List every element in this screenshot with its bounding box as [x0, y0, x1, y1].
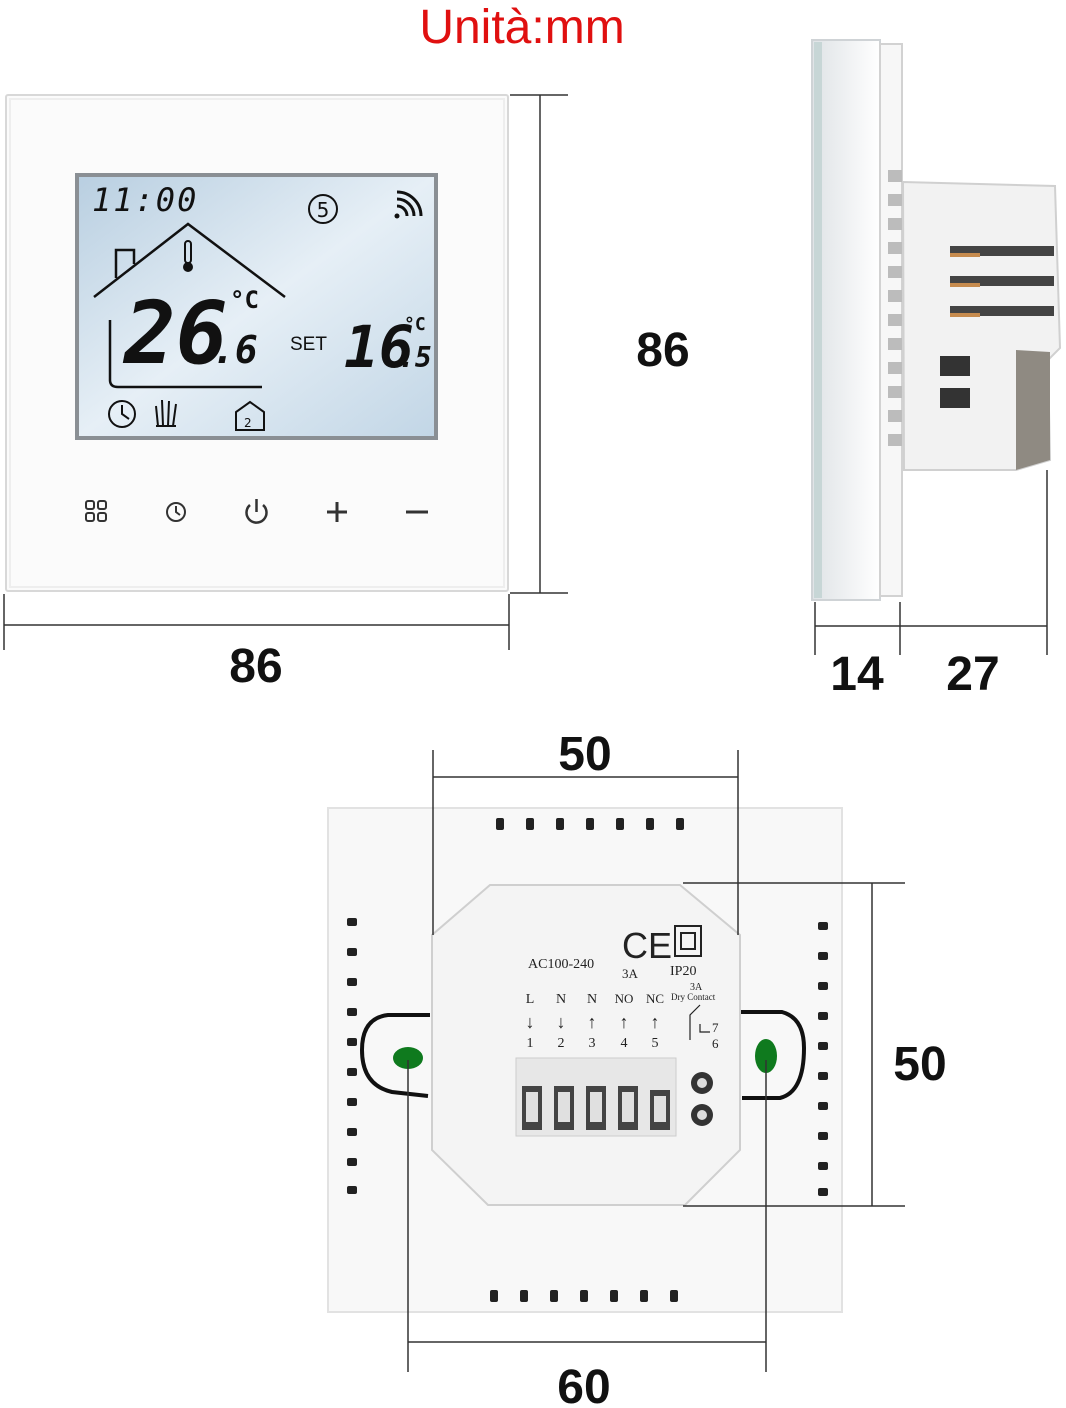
back-bottom-width-label: 60 [557, 1361, 610, 1408]
right-mounting-slot [740, 1010, 807, 1100]
current-temperature-decimal: .6 [212, 328, 258, 372]
svg-text:4: 4 [621, 1036, 628, 1051]
svg-text:N: N [587, 992, 597, 1007]
svg-text:↓: ↓ [557, 1012, 566, 1032]
ip-rating: IP20 [670, 964, 696, 979]
double-insulation-icon [674, 925, 702, 957]
svg-text:7: 7 [712, 1020, 719, 1035]
set-label: SET [290, 334, 327, 355]
svg-text:↑: ↑ [588, 1012, 597, 1032]
side-view: 14 27 [811, 39, 1062, 701]
power-button[interactable] [245, 499, 268, 524]
power-icon [245, 499, 268, 524]
lcd-time: 11:00 [92, 181, 198, 219]
four-squares-icon [85, 500, 107, 522]
schedule-clock-icon [108, 400, 136, 428]
program-number: 5 [317, 198, 330, 222]
svg-text:N: N [556, 992, 566, 1007]
set-temperature: 16 [344, 313, 414, 381]
program-number-icon: 5 [308, 194, 338, 224]
lcd-display: 11:00 5 26 .6 [75, 173, 438, 440]
thermometer-icon [183, 240, 193, 272]
unit-label: Unità:mm [419, 1, 624, 54]
away-mode-label: 2 [244, 416, 252, 430]
dry-contact-rating: 3A [690, 982, 703, 993]
left-screw [393, 1047, 423, 1069]
terminal-5: NC ↑ 5 [646, 991, 664, 1051]
back-depth-label: 27 [946, 648, 999, 701]
front-panel-inner-edge [9, 98, 505, 588]
clock-button[interactable] [166, 502, 186, 522]
svg-text:2: 2 [558, 1036, 565, 1051]
terminal-labels: L ↓ 1 N ↓ 2 N ↑ 3 NO ↑ 4 NC ↑ 5 [526, 991, 720, 1051]
plus-icon [327, 502, 347, 522]
svg-text:L: L [526, 992, 535, 1007]
dry-contact-terminals: 7 6 [689, 1004, 719, 1051]
back-right-height-label: 50 [893, 1038, 946, 1091]
svg-text:6: 6 [712, 1036, 719, 1051]
svg-text:↓: ↓ [526, 1012, 535, 1032]
clock-icon [166, 502, 186, 522]
svg-text:NC: NC [646, 991, 664, 1006]
set-temperature-decimal: .5 [398, 341, 432, 374]
left-mounting-slot [359, 1013, 430, 1098]
back-bottom-width-dimension: 60 [407, 1060, 767, 1408]
dry-contact-label: Dry Contact [671, 992, 716, 1002]
wifi-icon [394, 190, 423, 219]
set-temperature-unit: °C [404, 314, 426, 335]
svg-text:3: 3 [589, 1036, 596, 1051]
side-terminal-slots [940, 246, 1054, 408]
right-screw [755, 1039, 777, 1073]
svg-text:↑: ↑ [620, 1012, 629, 1032]
back-top-width-dimension: 50 [432, 728, 739, 935]
svg-text:5: 5 [652, 1036, 659, 1051]
back-right-height-dimension: 50 [683, 882, 947, 1207]
plus-button[interactable] [327, 502, 347, 522]
front-height-label: 86 [636, 324, 689, 377]
side-vents [888, 170, 902, 446]
back-left-vents [347, 918, 357, 1194]
terminal-2: N ↓ 2 [556, 992, 566, 1051]
side-depth-dimension: 14 27 [814, 470, 1048, 701]
current-rating: 3A [622, 966, 639, 981]
menu-button[interactable] [85, 500, 107, 522]
svg-text:1: 1 [527, 1036, 534, 1051]
back-right-vents [818, 922, 828, 1196]
svg-text:↑: ↑ [651, 1012, 660, 1032]
front-height-dimension: 86 [510, 94, 690, 594]
terminal-1: L ↓ 1 [526, 992, 535, 1051]
front-width-dimension: 86 [3, 594, 510, 693]
voltage-label: AC100-240 [528, 957, 594, 972]
side-glass-panel [811, 39, 881, 601]
back-top-width-label: 50 [558, 728, 611, 781]
terminal-block [515, 1057, 713, 1137]
terminal-3: N ↑ 3 [587, 992, 597, 1051]
current-temperature: 26 [122, 284, 228, 384]
current-temperature-unit: °C [230, 286, 259, 314]
back-view: AC100-240 CE 3A IP20 3A Dry Contact L ↓ … [327, 728, 947, 1408]
terminal-4: NO ↑ 4 [615, 991, 634, 1051]
front-view: 11:00 5 26 .6 [3, 94, 690, 693]
away-mode-icon: 2 [235, 400, 265, 431]
manual-hand-icon [155, 399, 177, 427]
ce-mark: CE [622, 925, 672, 966]
house-outline-icon [93, 222, 286, 389]
front-width-label: 86 [229, 640, 282, 693]
back-bottom-vents [490, 1290, 678, 1302]
svg-text:NO: NO [615, 991, 634, 1006]
front-depth-label: 14 [830, 648, 884, 701]
back-top-vents [496, 818, 684, 830]
